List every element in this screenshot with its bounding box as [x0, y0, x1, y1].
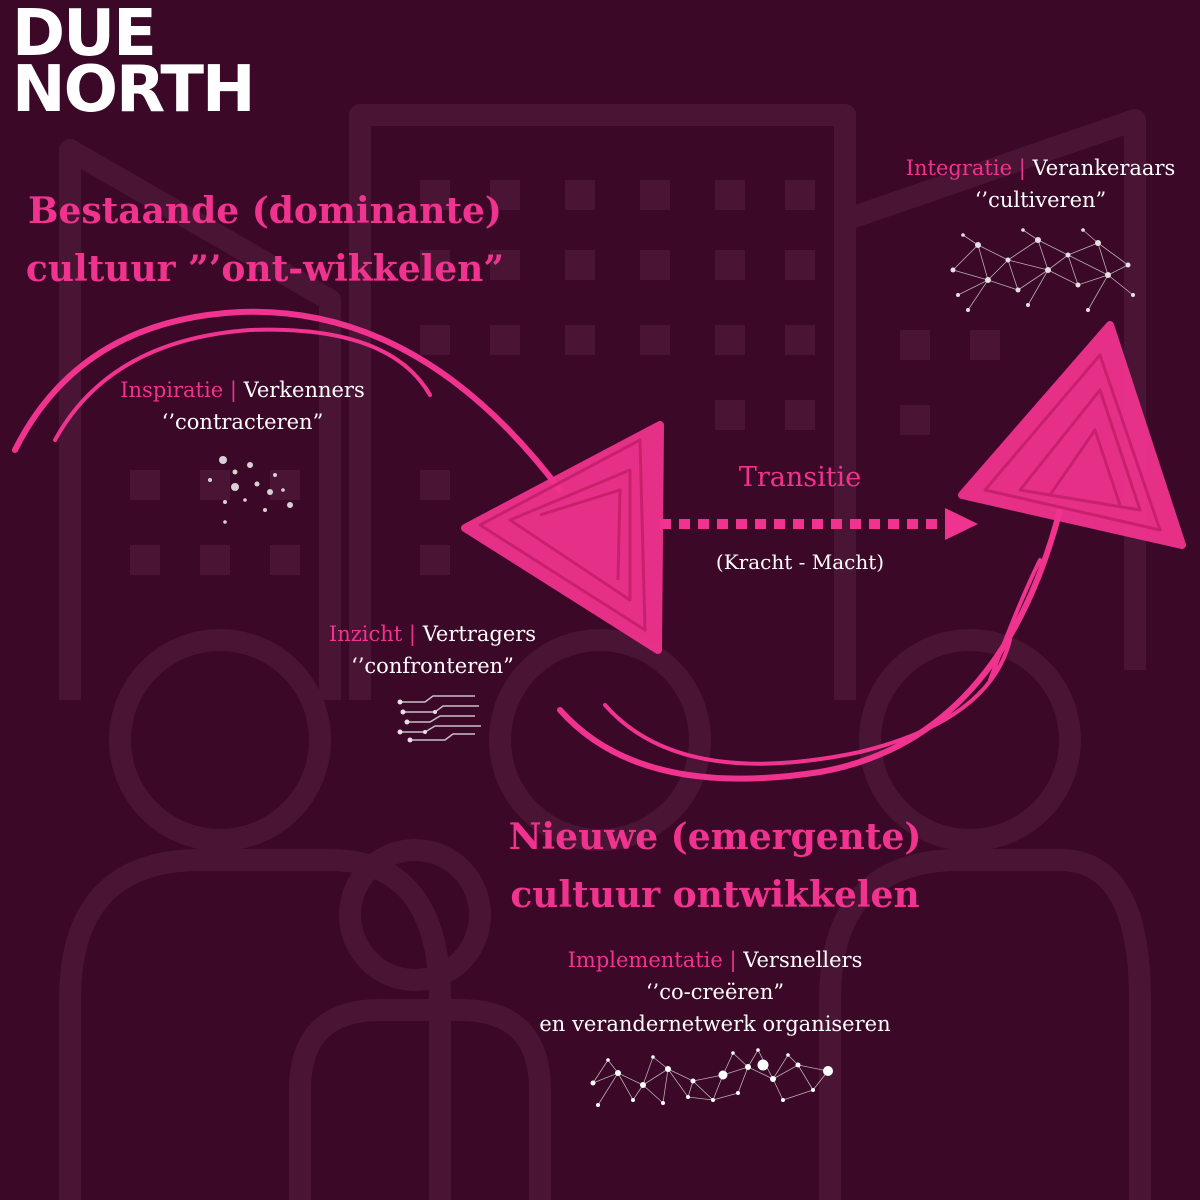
stage-integratie-role: Verankeraars [1032, 156, 1176, 180]
transition-title: Transitie [738, 462, 862, 493]
stage-integratie-separator: | [1018, 156, 1026, 180]
transition-arrow-head [945, 508, 978, 540]
arrow-head-right [958, 321, 1186, 549]
stage-implementatie-title-row: Implementatie | Versnellers [500, 944, 930, 976]
heading-existing-culture: Bestaande (dominante) cultuur ”’ont-wikk… [10, 182, 520, 298]
heading-new-culture: Nieuwe (emergente) cultuur ontwikkelen [460, 808, 970, 924]
heading-new-line-1: Nieuwe (emergente) [508, 816, 922, 858]
curved-arrow-left-shaft [12, 308, 563, 493]
stage-integratie: Integratie | Verankeraars ‘’cultiveren” [888, 152, 1193, 216]
heading-existing-line-1: Bestaande (dominante) [28, 190, 502, 232]
stage-implementatie-separator: | [729, 948, 737, 972]
due-north-logo: DUE NORTH [12, 0, 256, 127]
stage-inzicht-separator: | [408, 622, 416, 646]
stage-integratie-title-row: Integratie | Verankeraars [888, 152, 1193, 184]
wave-network-icon [590, 1048, 833, 1107]
stage-implementatie-role: Versnellers [743, 948, 863, 972]
stage-inzicht-phase: Inzicht [328, 622, 403, 646]
circuit-lines-icon [397, 695, 481, 743]
stage-inzicht: Inzicht | Vertragers ‘’confronteren” [310, 618, 555, 682]
stage-inzicht-title-row: Inzicht | Vertragers [310, 618, 555, 650]
logo-line-2: NORTH [12, 53, 256, 127]
stage-inspiratie-action: ‘’contracteren” [161, 410, 324, 434]
dense-network-icon [950, 228, 1135, 312]
stage-inzicht-action: ‘’confronteren” [351, 654, 514, 678]
curved-arrow-right-shaft [557, 507, 1063, 782]
stage-implementatie-extra: en verandernetwerk organiseren [539, 1012, 891, 1036]
transition-subtitle: (Kracht - Macht) [715, 550, 885, 574]
heading-existing-line-2: cultuur ”’ont-wikkelen” [25, 248, 505, 290]
stage-inspiratie-phase: Inspiratie [120, 378, 224, 402]
stage-inzicht-role: Vertragers [422, 622, 537, 646]
arrow-head-left [461, 421, 664, 654]
stage-inspiratie-role: Verkenners [243, 378, 365, 402]
stage-integratie-action: ‘’cultiveren” [974, 188, 1107, 212]
stage-inspiratie: Inspiratie | Verkenners ‘’contracteren” [100, 374, 385, 438]
stage-integratie-phase: Integratie [905, 156, 1013, 180]
stage-inspiratie-title-row: Inspiratie | Verkenners [100, 374, 385, 406]
stage-implementatie-action: ‘’co-creëren” [645, 980, 785, 1004]
stage-inspiratie-separator: | [229, 378, 237, 402]
stage-implementatie: Implementatie | Versnellers ‘’co-creëren… [500, 944, 930, 1040]
scattered-dots-icon [208, 456, 293, 524]
stage-implementatie-phase: Implementatie [567, 948, 723, 972]
heading-new-line-2: cultuur ontwikkelen [510, 874, 920, 916]
logo-line-1: DUE [12, 0, 157, 71]
